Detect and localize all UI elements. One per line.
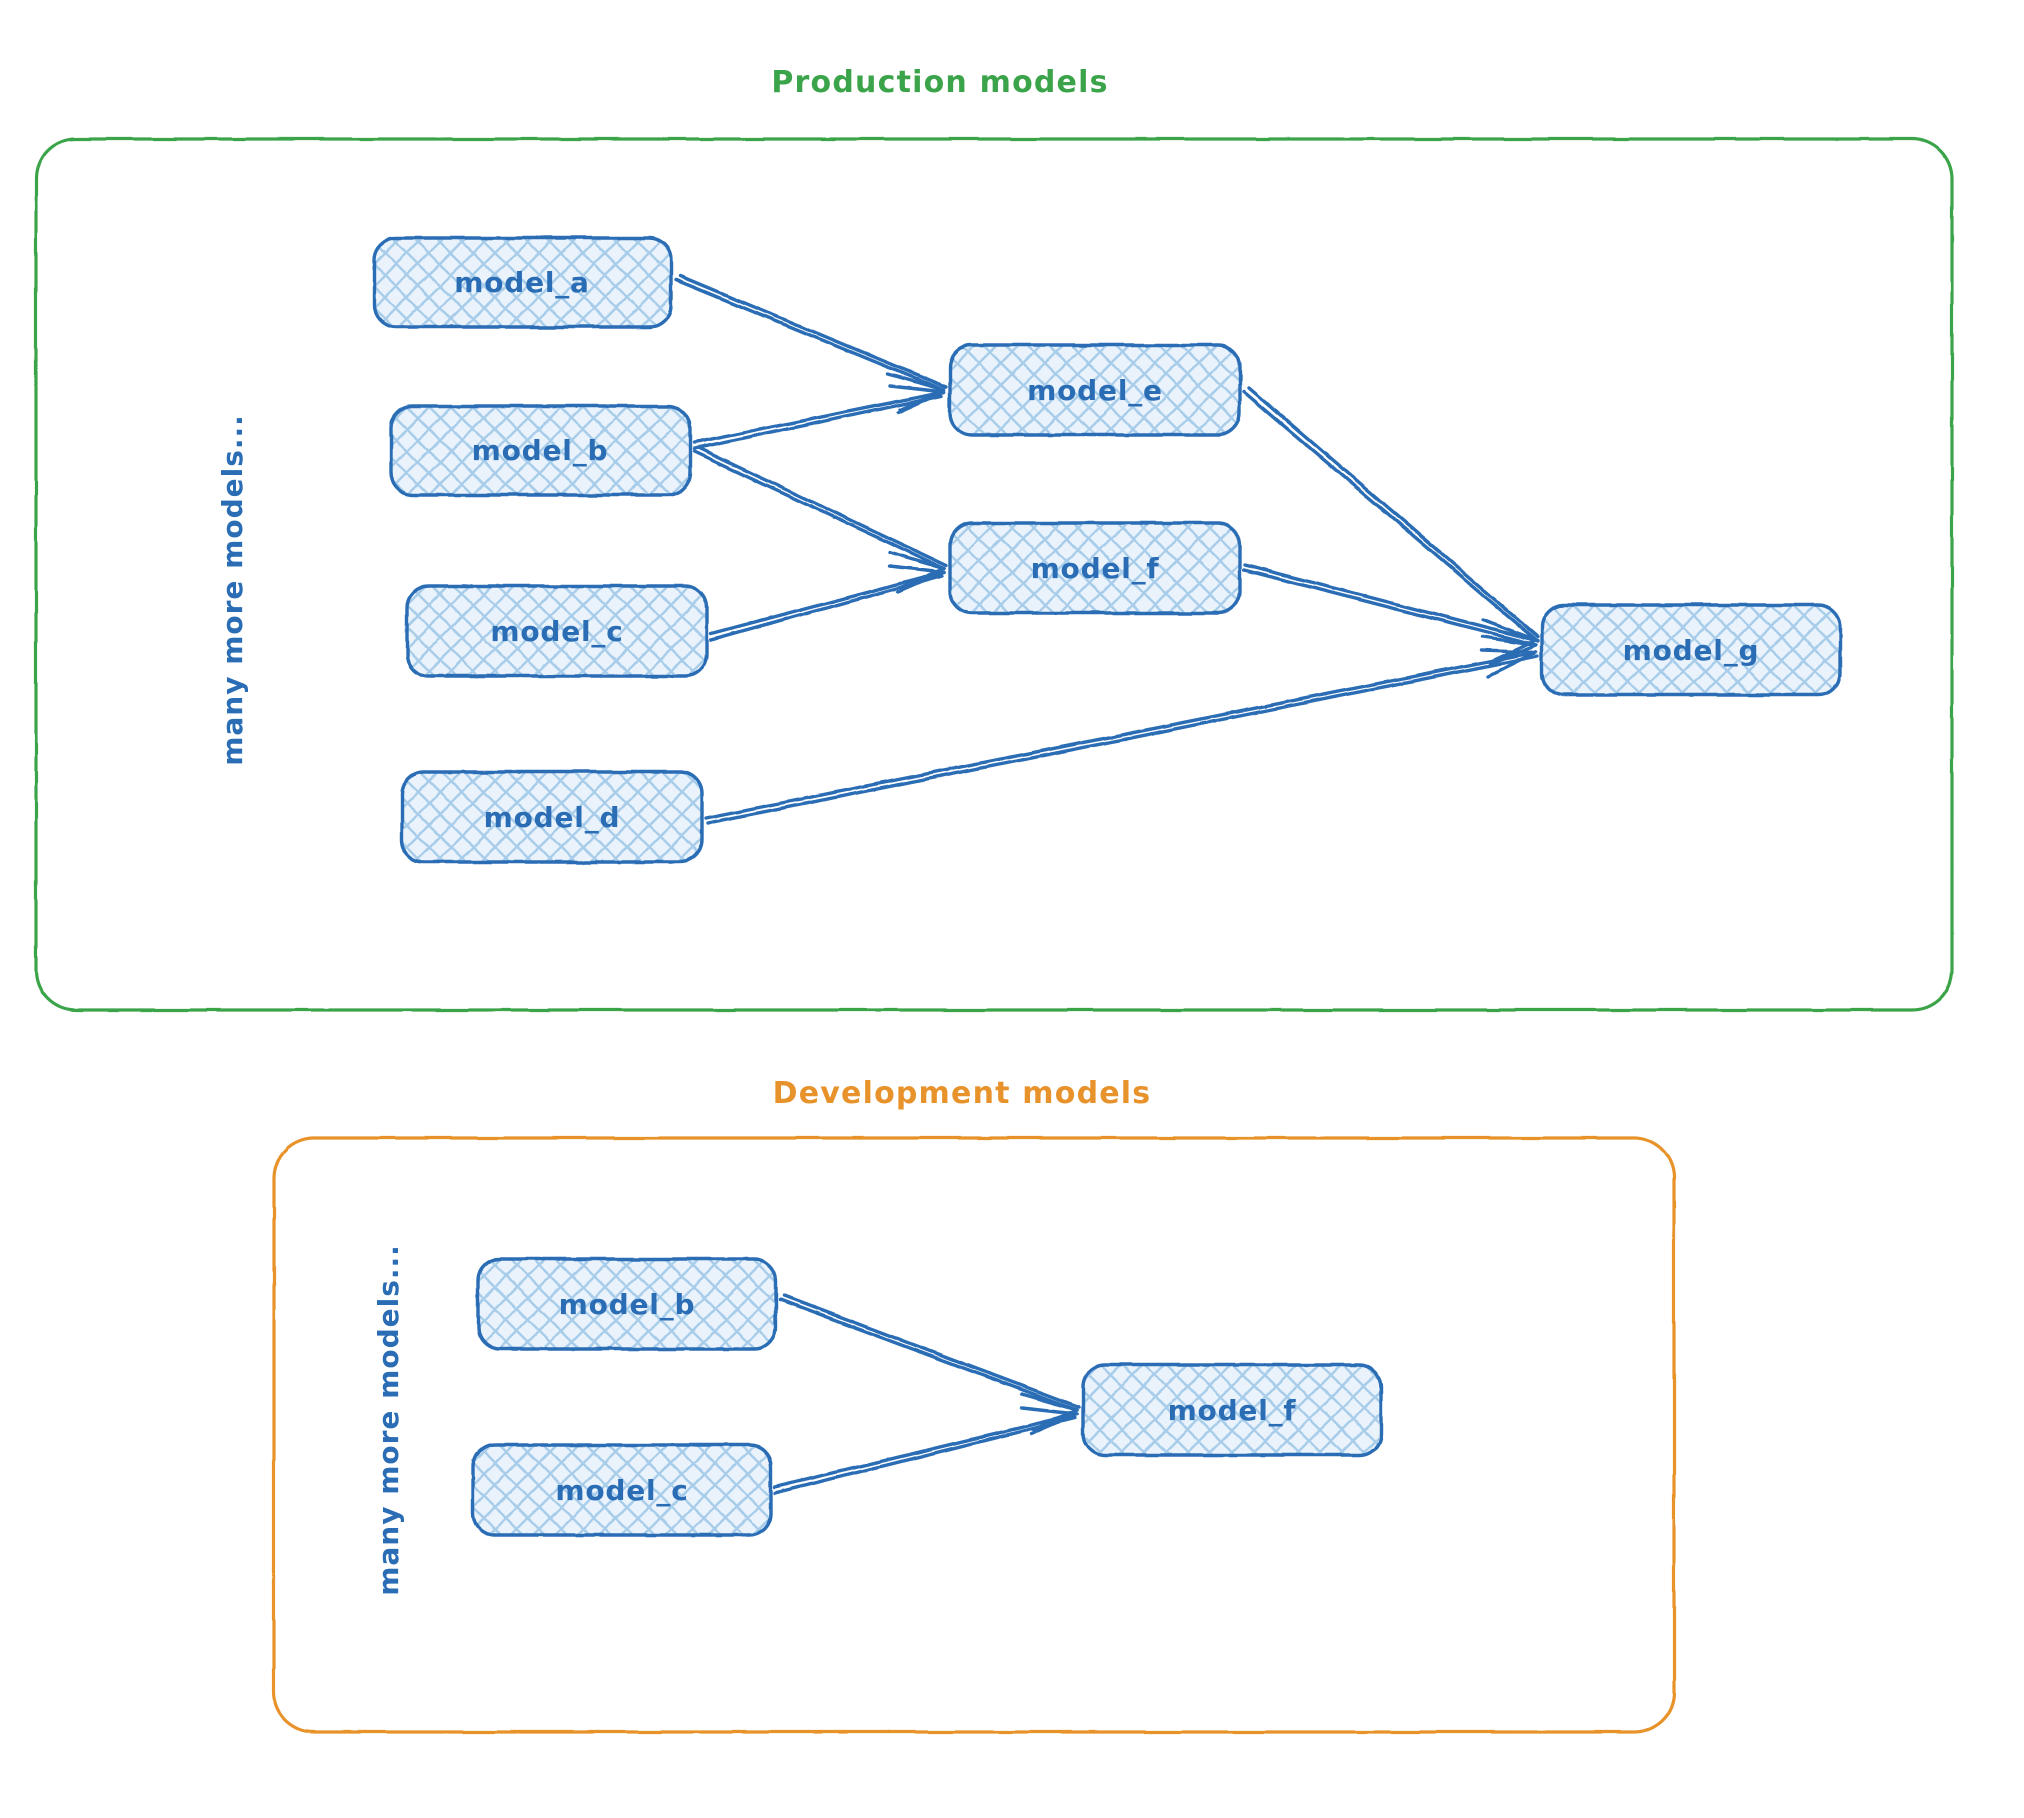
production-title: Production models bbox=[771, 65, 1108, 100]
node-box[interactable] bbox=[389, 404, 692, 497]
nodes-production: model_a model_b model_c model_d model_e … bbox=[372, 236, 1842, 864]
development-more-models-note: many more models... bbox=[372, 1244, 405, 1596]
node-box[interactable] bbox=[471, 1443, 773, 1537]
node-label: model_d bbox=[484, 801, 621, 834]
node-dev-model-c[interactable]: model_c bbox=[471, 1443, 773, 1537]
group-production: Production models many more models... bbox=[34, 65, 1954, 1012]
production-frame bbox=[34, 137, 1954, 1012]
node-label: model_c bbox=[490, 615, 623, 648]
node-box[interactable] bbox=[1540, 603, 1842, 697]
node-prod-model-d[interactable]: model_d bbox=[400, 770, 704, 864]
edges-production bbox=[674, 274, 1540, 825]
node-dev-model-b[interactable]: model_b bbox=[476, 1257, 778, 1351]
node-label: model_c bbox=[555, 1474, 688, 1507]
edge-d-to-g bbox=[704, 648, 1540, 825]
node-box[interactable] bbox=[948, 521, 1242, 615]
group-development: Development models many more models... bbox=[272, 1076, 1676, 1734]
node-prod-model-a[interactable]: model_a bbox=[372, 236, 673, 329]
node-box[interactable] bbox=[400, 770, 704, 864]
node-box[interactable] bbox=[476, 1257, 778, 1351]
nodes-development: model_b model_c model_f bbox=[471, 1257, 1383, 1537]
node-dev-model-f[interactable]: model_f bbox=[1081, 1363, 1383, 1457]
node-label: model_a bbox=[454, 266, 590, 299]
node-box[interactable] bbox=[948, 343, 1242, 437]
development-title: Development models bbox=[773, 1076, 1152, 1111]
node-label: model_f bbox=[1168, 1394, 1297, 1427]
node-label: model_b bbox=[472, 434, 609, 467]
edge-devc-to-devf bbox=[773, 1406, 1079, 1495]
edge-e-to-g bbox=[1242, 386, 1540, 662]
node-prod-model-g[interactable]: model_g bbox=[1540, 603, 1842, 697]
edge-f-to-g bbox=[1242, 563, 1540, 666]
node-label: model_g bbox=[1623, 634, 1760, 667]
node-label: model_b bbox=[559, 1288, 696, 1321]
edge-c-to-f bbox=[709, 564, 946, 642]
node-box[interactable] bbox=[1081, 1363, 1383, 1457]
node-prod-model-b[interactable]: model_b bbox=[389, 404, 692, 497]
node-prod-model-f[interactable]: model_f bbox=[948, 521, 1242, 615]
node-box[interactable] bbox=[405, 584, 709, 678]
node-prod-model-e[interactable]: model_e bbox=[948, 343, 1242, 437]
production-more-models-note: many more models... bbox=[216, 414, 249, 766]
node-label: model_f bbox=[1031, 552, 1160, 585]
edges-development bbox=[773, 1294, 1081, 1495]
node-label: model_e bbox=[1027, 374, 1163, 407]
edge-b-to-e bbox=[692, 384, 946, 451]
node-box[interactable] bbox=[372, 236, 673, 329]
development-frame bbox=[272, 1136, 1676, 1734]
edge-a-to-e bbox=[674, 274, 948, 412]
node-prod-model-c[interactable]: model_c bbox=[405, 584, 709, 678]
